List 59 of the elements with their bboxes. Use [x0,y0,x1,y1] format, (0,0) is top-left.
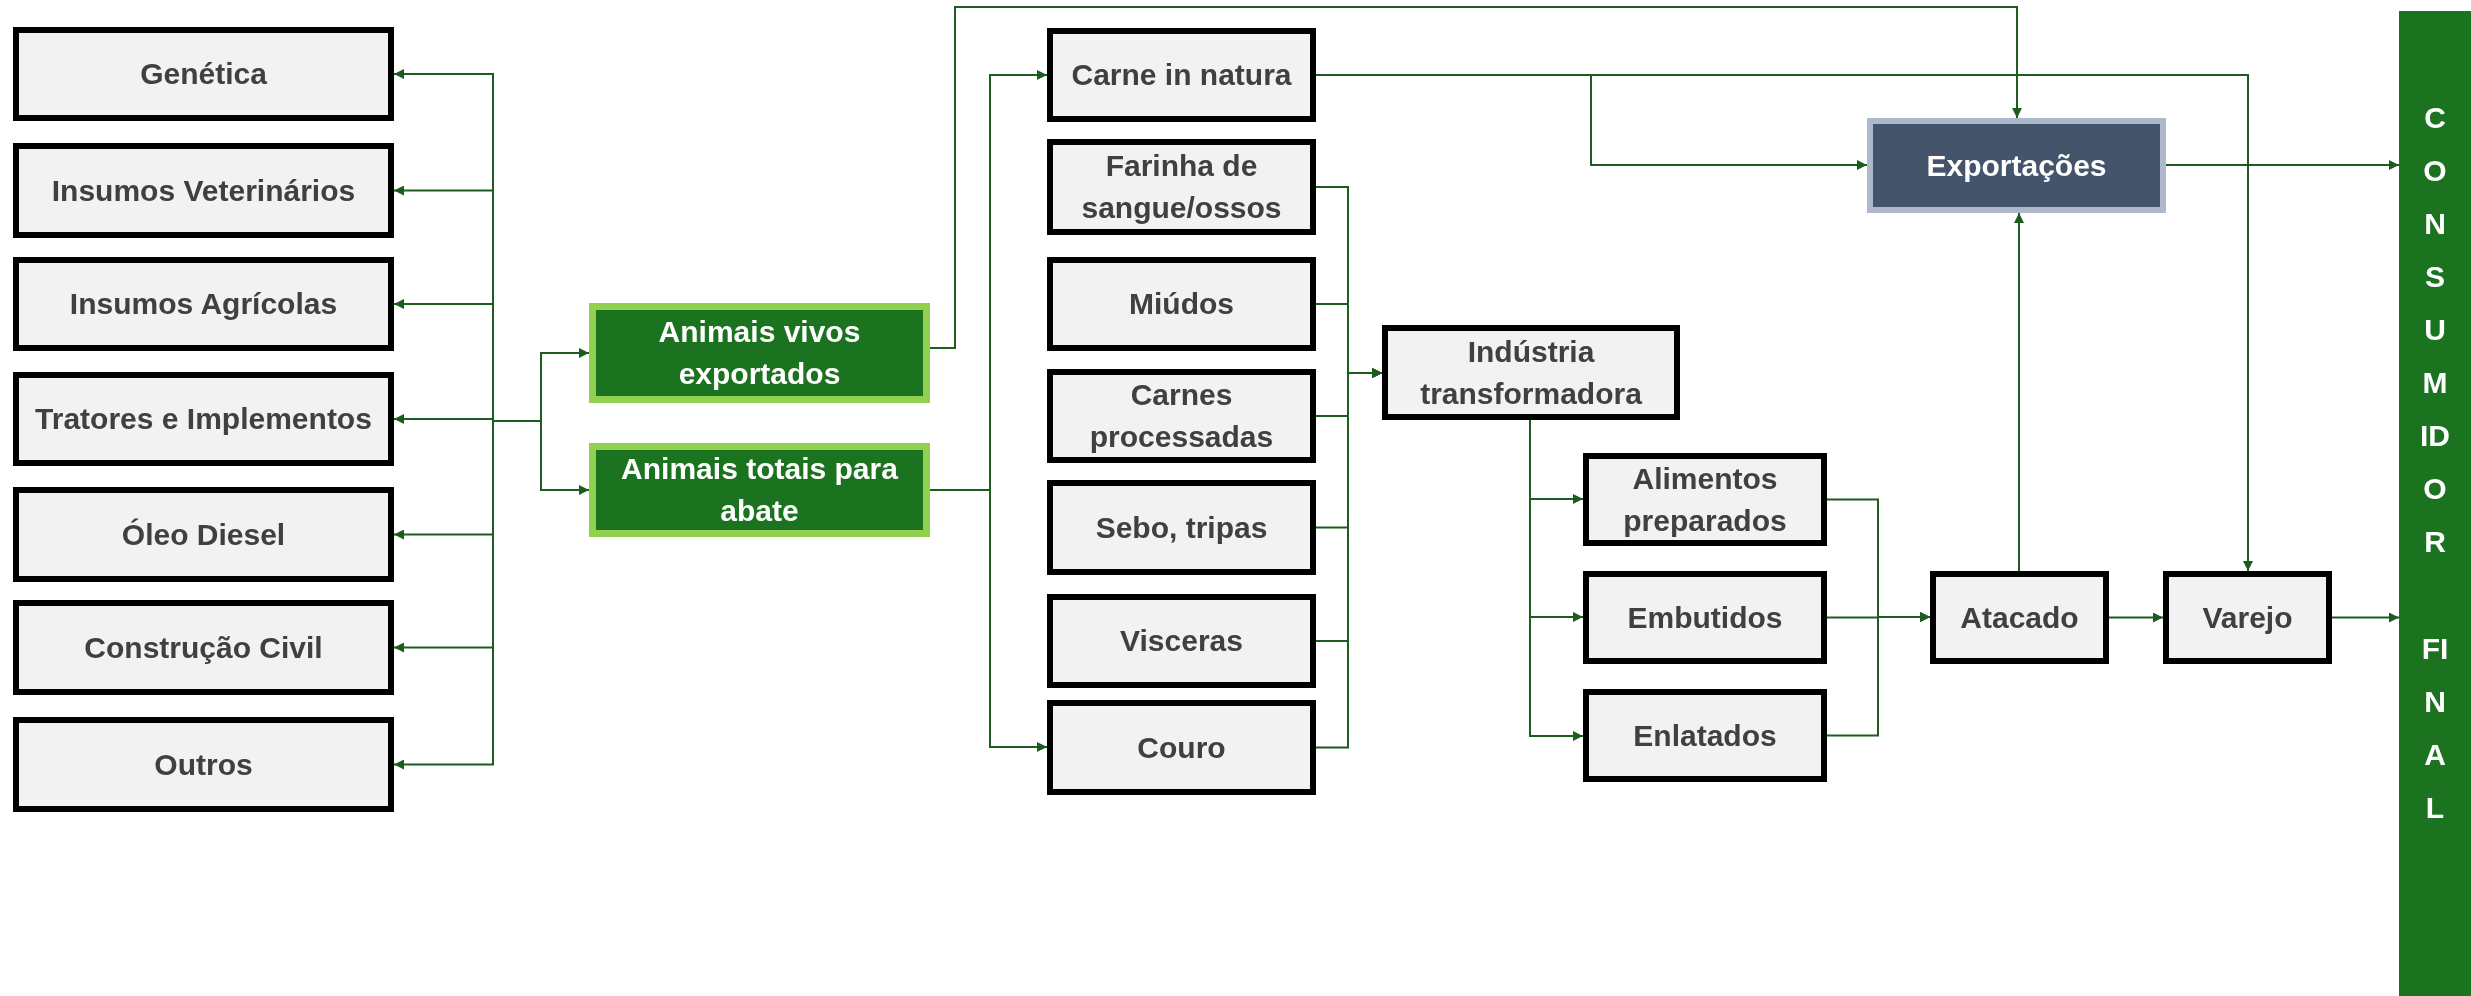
box-label: Carne in natura [1071,57,1292,93]
box-label: Varejo [2202,599,2293,636]
process-box [13,143,394,238]
box-label: Alimentos preparados [1622,460,1788,539]
process-box [13,27,394,121]
arrow [929,489,1048,752]
vertical-label: CONSUMIDOR FINAL [2420,100,2450,826]
box-label: Outros [154,746,253,783]
animal-box [589,303,930,403]
process-box [13,487,394,582]
process-box [1583,453,1827,546]
arrow [1826,612,1931,737]
process-box [1382,325,1680,420]
box-label: Insumos Veterinários [51,172,356,209]
arrow [2108,612,2164,623]
export-box [1867,118,2166,213]
process-box [1047,369,1316,463]
process-box [13,372,394,466]
process-box [1047,28,1316,122]
process-box [1583,571,1827,664]
process-box [1583,689,1827,782]
process-box [1047,594,1316,688]
process-box [1047,700,1316,795]
box-label: Insumos Agrícolas [69,286,338,322]
arrow [929,6,2022,349]
box-label: Farinha de sangue/ossos [1080,148,1283,226]
box-label: Genética [140,56,267,92]
box-label: Embutidos [1627,599,1783,636]
process-box [1047,139,1316,235]
arrow [1315,368,1383,749]
box-label: Visceras [1120,623,1243,659]
animal-box [589,443,930,537]
arrow [2165,160,2400,170]
process-box [1047,480,1316,575]
arrow [2331,612,2400,623]
box-label: Couro [1137,729,1226,766]
box-label: Construção Civil [84,629,323,666]
process-box [13,257,394,351]
process-box [1930,571,2109,664]
box-label: Atacado [1960,599,2079,636]
box-label: Animais totais para abate [620,451,899,529]
box-label: Sebo, tripas [1095,509,1268,546]
box-label: Miúdos [1129,286,1234,322]
consumer-band [2399,11,2471,996]
arrow [540,348,590,422]
arrow [540,420,590,495]
box-label: Animais vivos exportados [657,314,862,392]
box-label: Indústria transformadora [1419,333,1643,412]
process-box [2163,571,2332,664]
arrow [2014,212,2024,572]
box-label: Tratores e Implementos [35,401,372,437]
process-box [13,600,394,695]
arrow [1529,419,1584,741]
box-label: Óleo Diesel [121,516,286,553]
box-label: Carnes processadas [1088,377,1275,455]
process-box [1047,257,1316,351]
process-box [13,717,394,812]
box-label: Enlatados [1633,717,1777,754]
box-label: Exportações [1926,147,2107,184]
